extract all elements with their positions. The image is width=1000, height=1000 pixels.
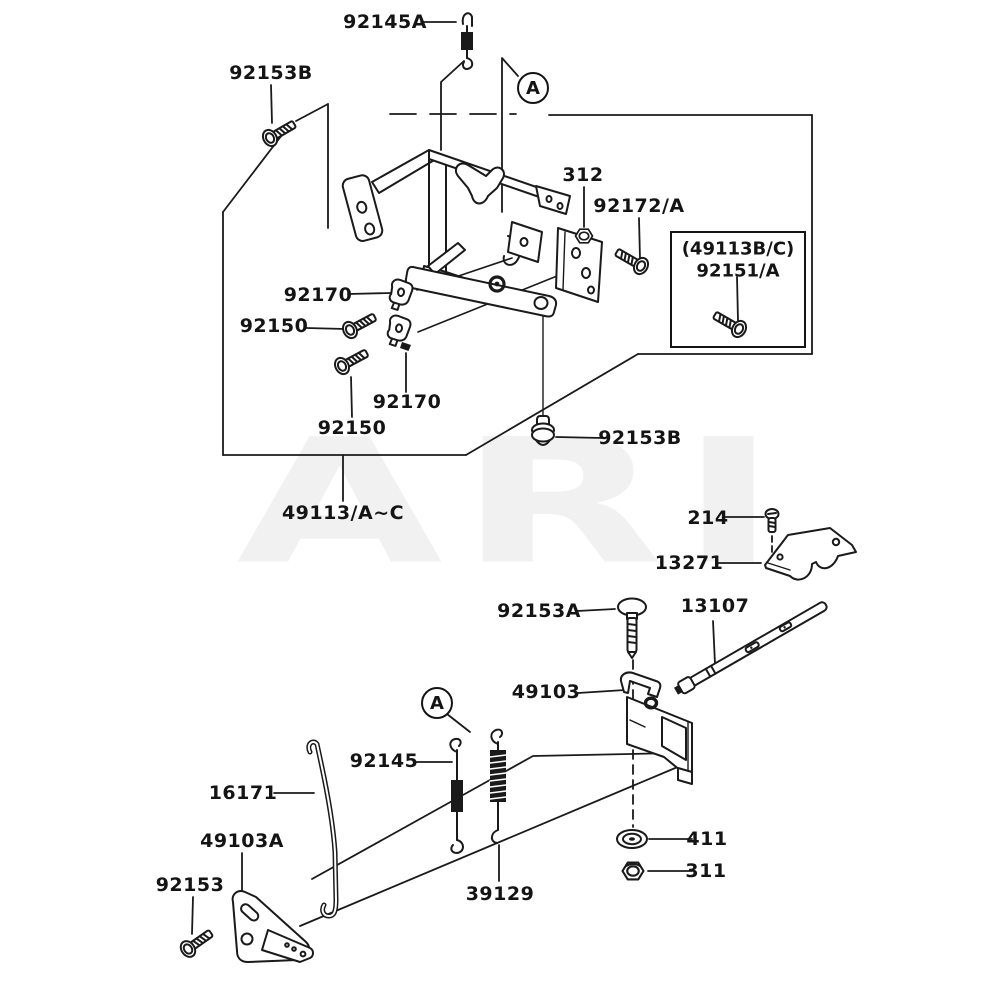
bolt-92150-b-drawing [331, 344, 372, 378]
part-label-92153a: 92153A [497, 600, 581, 622]
part-label-49103: 49103 [511, 681, 581, 703]
part-label-92150-a: 92150 [239, 315, 309, 337]
reference-marker-a-bottom: A [421, 687, 453, 719]
reference-marker-a-top: A [517, 72, 549, 104]
bracket-49113-drawing [341, 149, 603, 333]
inset-box-line2: 92151/A [696, 260, 780, 282]
bolt-92153b-top-drawing [259, 115, 300, 150]
bolt-92153a-drawing [617, 597, 647, 659]
ari-watermark: ARI [236, 401, 794, 603]
bracket-49103a-drawing [231, 890, 314, 963]
leader-lines [191, 21, 813, 935]
inset-option-box: (49113B/C) 92151/A [670, 231, 806, 348]
part-label-13107: 13107 [680, 595, 750, 617]
spring-92145-drawing [449, 737, 464, 854]
plate-13271-drawing [764, 527, 857, 581]
bolt-92153-drawing [176, 924, 217, 961]
screw-214-drawing [764, 508, 780, 533]
part-label-13271: 13271 [654, 552, 724, 574]
clip-92170-a-drawing [387, 277, 415, 313]
part-label-312: 312 [562, 164, 604, 186]
part-label-92150-b: 92150 [317, 417, 387, 439]
bolt-92172a-drawing [611, 243, 652, 278]
part-label-92145: 92145 [349, 750, 419, 772]
lever-49103-drawing [619, 671, 693, 785]
part-label-92153: 92153 [155, 874, 225, 896]
bolt-92153b-bottom-drawing [531, 415, 555, 446]
shaft-13107-drawing [673, 601, 828, 695]
part-label-16171: 16171 [208, 782, 278, 804]
part-label-49103a: 49103A [200, 830, 284, 852]
part-label-92172a: 92172/A [593, 195, 685, 217]
part-label-39129: 39129 [465, 883, 535, 905]
part-label-92153b-bottom: 92153B [598, 427, 682, 449]
nut-311-drawing [621, 861, 645, 881]
part-label-214: 214 [687, 507, 729, 529]
part-label-92170-b: 92170 [372, 391, 442, 413]
bolt-92150-a-drawing [339, 308, 380, 342]
rod-16171-drawing [306, 739, 339, 919]
part-label-49113ac: 49113/A~C [281, 502, 405, 524]
part-label-92170-a: 92170 [283, 284, 353, 306]
nut-312-drawing [574, 228, 594, 244]
clip-92170-b-drawing [385, 313, 413, 351]
part-label-411: 411 [686, 828, 728, 850]
spring-92145a-drawing [461, 12, 474, 70]
spring-39129-drawing [489, 728, 507, 844]
part-label-311: 311 [685, 860, 727, 882]
part-label-92145a: 92145A [343, 11, 427, 33]
inset-box-line1: (49113B/C) [681, 238, 795, 260]
part-label-92153b-top: 92153B [229, 62, 313, 84]
washer-411-drawing [616, 829, 648, 849]
